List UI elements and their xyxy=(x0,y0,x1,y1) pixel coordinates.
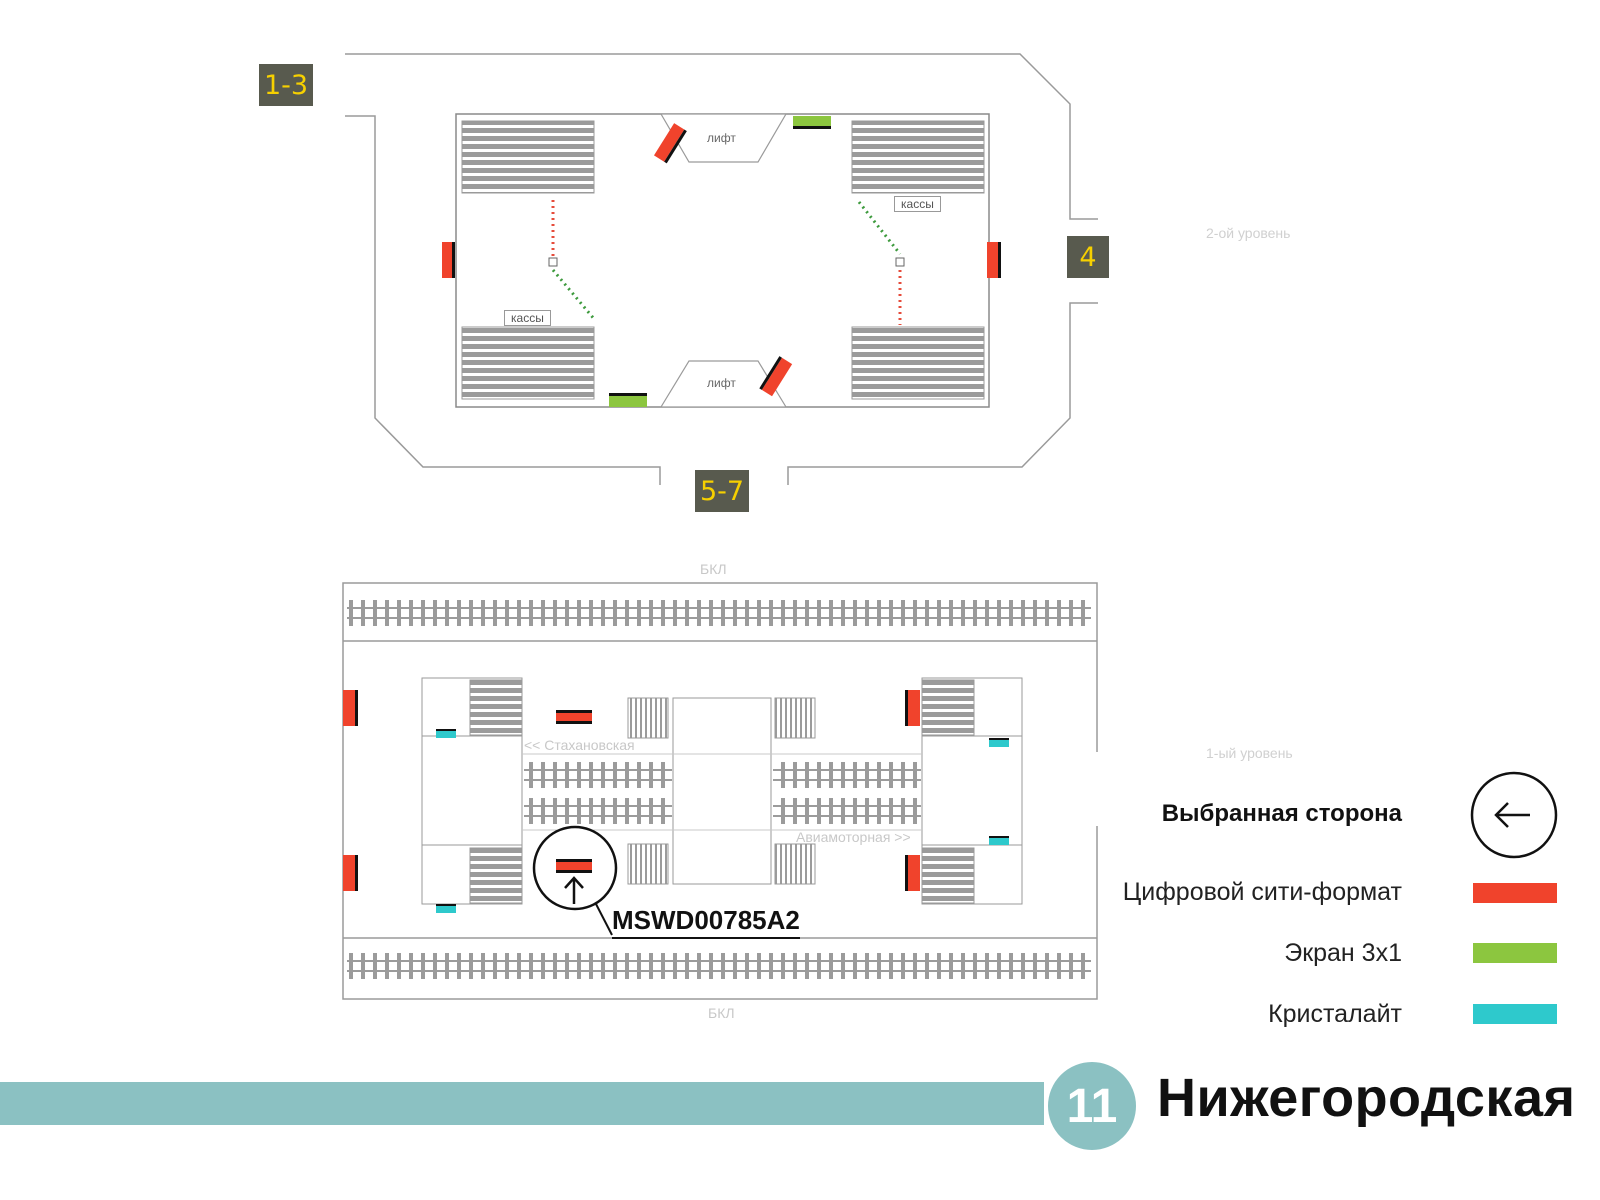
red-panel xyxy=(343,690,355,726)
bkl-label-bottom: БКЛ xyxy=(708,1005,735,1021)
lift-label-bottom: лифт xyxy=(707,376,736,390)
red-panel xyxy=(908,690,920,726)
cyan-panel-edge xyxy=(436,904,456,906)
red-panel-edge xyxy=(355,690,358,726)
line-number-badge: 11 xyxy=(1044,1058,1140,1154)
station-name: Нижегородская xyxy=(1157,1068,1576,1128)
red-panel xyxy=(987,242,998,278)
green-panel xyxy=(793,116,831,128)
platform-stairs xyxy=(469,679,975,904)
red-panel-edge xyxy=(998,242,1001,278)
selected-placement xyxy=(532,825,618,936)
red-panel-edge xyxy=(556,710,592,713)
direction-left: << Стахановская xyxy=(524,737,635,753)
red-panel-edge xyxy=(452,242,455,278)
upper-stairs xyxy=(461,120,985,400)
red-panel-edge xyxy=(759,356,782,390)
red-panel-edge xyxy=(556,721,592,724)
legend-item-digital: Цифровой сити-формат xyxy=(1122,878,1402,906)
lift-bottom xyxy=(659,360,788,408)
level-lower-note: 1-ый уровень xyxy=(1206,745,1293,761)
legend-selected-side: Выбранная сторона xyxy=(1161,800,1402,827)
track-bottom xyxy=(347,953,1091,979)
green-panel-edge xyxy=(793,126,831,129)
red-panel xyxy=(556,713,592,721)
kassy-label-right: кассы xyxy=(894,196,941,212)
track-top xyxy=(347,600,1091,626)
cyan-panel-edge xyxy=(436,729,456,731)
lift-label-top: лифт xyxy=(707,131,736,145)
red-panel xyxy=(908,855,920,891)
level-upper-note: 2-ой уровень xyxy=(1206,225,1291,241)
exit-badge-1-3: 1-3 xyxy=(259,64,313,106)
red-panel xyxy=(653,123,685,162)
kassy-label-left: кассы xyxy=(504,310,551,326)
cyan-panel xyxy=(436,731,456,738)
cyan-panel-edge xyxy=(989,836,1009,838)
legend-swatch-crystal xyxy=(1473,1004,1557,1024)
red-panel xyxy=(442,242,453,278)
exit-badge-4: 4 xyxy=(1067,236,1109,278)
upper-ads xyxy=(442,116,1001,407)
legend-swatch-digital xyxy=(1473,883,1557,903)
ad-code: MSWD00785A2 xyxy=(612,905,800,939)
selected-side-icon xyxy=(1470,771,1558,859)
red-panel-edge xyxy=(905,690,908,726)
red-panel xyxy=(761,357,793,397)
cyan-panel-edge xyxy=(989,738,1009,740)
lift-top xyxy=(659,113,788,163)
bkl-label-top: БКЛ xyxy=(700,561,727,577)
platform-inner-tracks xyxy=(522,753,922,831)
direction-right: Авиамоторная >> xyxy=(796,829,911,845)
turnstiles xyxy=(548,200,905,325)
red-panel xyxy=(343,855,355,891)
cyan-panel xyxy=(436,906,456,913)
legend-item-crystal: Кристалайт xyxy=(1268,1000,1402,1028)
green-panel xyxy=(609,395,647,407)
red-panel-edge xyxy=(355,855,358,891)
red-panel-edge xyxy=(664,129,687,164)
red-panel-edge xyxy=(905,855,908,891)
exit-badge-5-7: 5-7 xyxy=(695,470,749,512)
cyan-panel xyxy=(989,740,1009,747)
legend-item-screen: Экран 3х1 xyxy=(1284,939,1402,967)
lifts xyxy=(659,113,788,408)
legend-swatch-screen xyxy=(1473,943,1557,963)
green-panel-edge xyxy=(609,393,647,396)
cyan-panel xyxy=(989,838,1009,845)
lower-ads xyxy=(343,690,1009,913)
line-band xyxy=(0,1082,1044,1125)
